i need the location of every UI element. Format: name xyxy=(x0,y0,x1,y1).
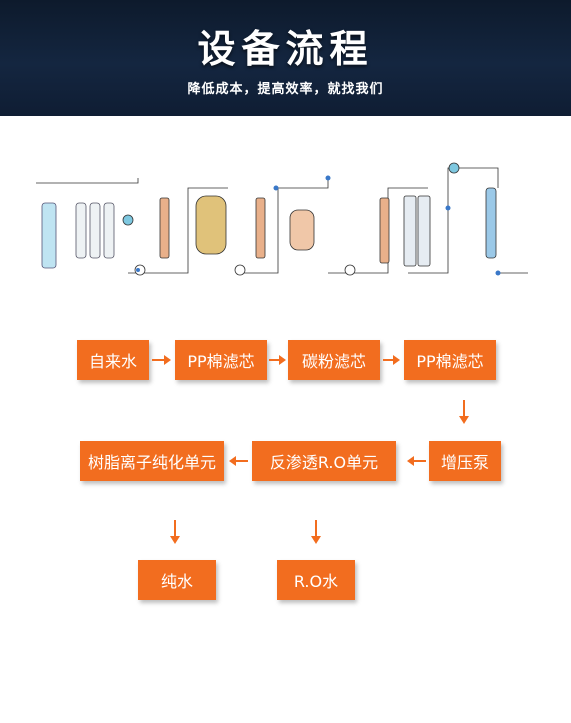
arrow-down-3 xyxy=(311,520,321,544)
polishing-cartridge-2 xyxy=(417,195,431,267)
gauge-1 xyxy=(122,214,134,226)
page-subtitle: 降低成本，提高效率，就找我们 xyxy=(187,82,384,97)
pp-filter-column xyxy=(41,202,57,269)
ro-membrane-1 xyxy=(159,197,170,259)
arrow-down-1 xyxy=(459,400,469,424)
flow-box-ro-water: R.O水 xyxy=(277,560,355,600)
cartridge-1 xyxy=(75,202,87,259)
pressure-tank xyxy=(289,209,315,251)
equipment-schematic xyxy=(36,162,528,276)
arrow-right-3 xyxy=(383,355,400,365)
flow-box-pp-filter-2: PP棉滤芯 xyxy=(404,340,496,380)
pump-2 xyxy=(234,264,246,276)
flow-box-ro-unit: 反渗透R.O单元 xyxy=(252,441,396,481)
page-title: 设备流程 xyxy=(197,27,374,71)
arrow-left-2 xyxy=(229,456,248,466)
pump-3 xyxy=(344,264,356,276)
gauge-2 xyxy=(448,162,460,174)
ro-membrane-2 xyxy=(255,197,266,259)
flow-box-tap-water: 自来水 xyxy=(77,340,149,380)
cartridge-2 xyxy=(89,202,101,259)
flow-box-resin-unit: 树脂离子纯化单元 xyxy=(80,441,224,481)
flow-box-pp-filter-1: PP棉滤芯 xyxy=(175,340,267,380)
flow-box-pure-water: 纯水 xyxy=(138,560,216,600)
arrow-left-1 xyxy=(407,456,426,466)
arrow-right-2 xyxy=(269,355,286,365)
polishing-cartridge-1 xyxy=(403,195,417,267)
cartridge-3 xyxy=(103,202,115,259)
flow-box-carbon-filter: 碳粉滤芯 xyxy=(288,340,380,380)
header-banner: 设备流程 降低成本，提高效率，就找我们 xyxy=(0,0,571,116)
ion-column xyxy=(379,197,390,264)
storage-tank xyxy=(195,195,227,255)
arrow-down-2 xyxy=(170,520,180,544)
flow-box-booster-pump: 增压泵 xyxy=(429,441,501,481)
arrow-right-1 xyxy=(152,355,171,365)
uv-sterilizer xyxy=(485,187,497,259)
